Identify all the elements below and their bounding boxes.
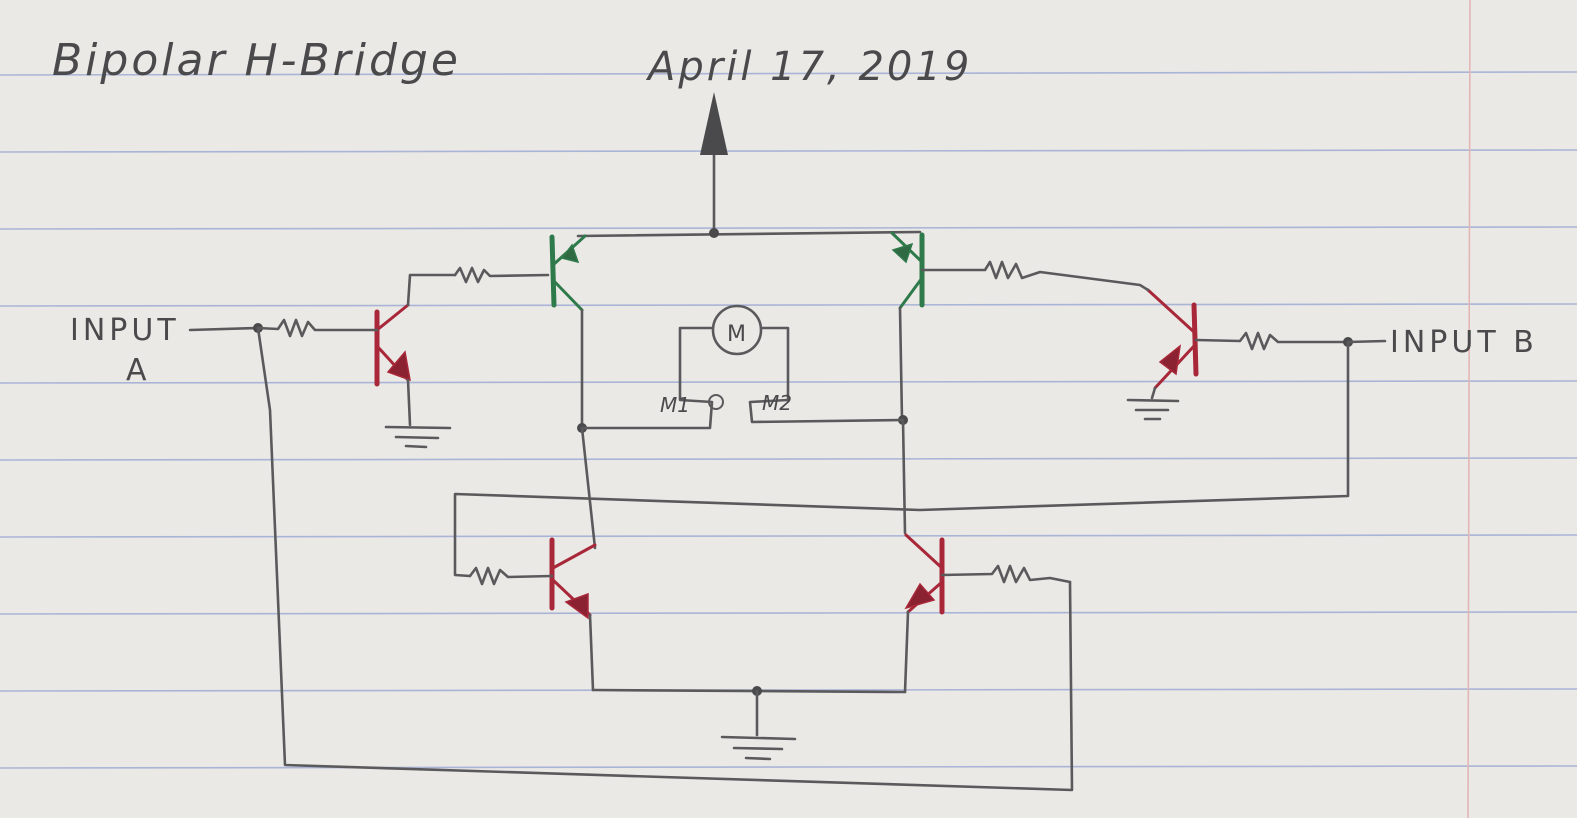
ground-q6 [1126,386,1180,421]
transistor-q5-npn [374,303,411,387]
q3-emitter-wire [588,613,595,692]
resistor-q2-base [920,260,1150,292]
resistor-q6-base [1194,331,1350,351]
terminal-m1-label: M1 [660,393,690,417]
top-rail-wire [576,228,922,238]
input-a-wire [188,326,260,332]
input-b-feed-wire [453,340,1350,578]
input-b-label: INPUT B [1390,325,1538,360]
transistor-q3-npn [549,537,597,620]
resistor-q3-base [468,566,554,586]
input-a-feed-wire [256,326,1074,792]
motor-assembly: M M1 M2 [580,304,905,430]
resistor-q1-base [453,266,550,284]
resistor-q5-base [256,318,379,338]
motor-label: M [727,322,746,347]
input-a-label: INPUT [70,313,180,348]
transistor-q2-pnp [890,231,925,310]
terminal-m2-label: M2 [762,391,792,415]
transistor-q1-pnp [549,234,587,312]
q5-collector-wire [406,273,457,307]
diagram-date: April 17, 2019 [645,44,972,90]
resistor-q4-base [940,564,1072,584]
q2-collector-wire [898,306,904,422]
right-lower-wire [901,418,907,535]
motor-icon [711,304,763,356]
input-b-wire [1346,339,1387,344]
left-lower-wire [580,426,597,550]
bottom-ground [591,686,907,761]
supply-arrow [700,92,728,235]
ground-q5 [384,378,452,449]
diagram-title: Bipolar H-Bridge [52,35,461,86]
transistor-q4-npn [904,533,945,615]
input-a-letter: A [126,353,151,388]
q4-emitter-wire [903,610,910,694]
